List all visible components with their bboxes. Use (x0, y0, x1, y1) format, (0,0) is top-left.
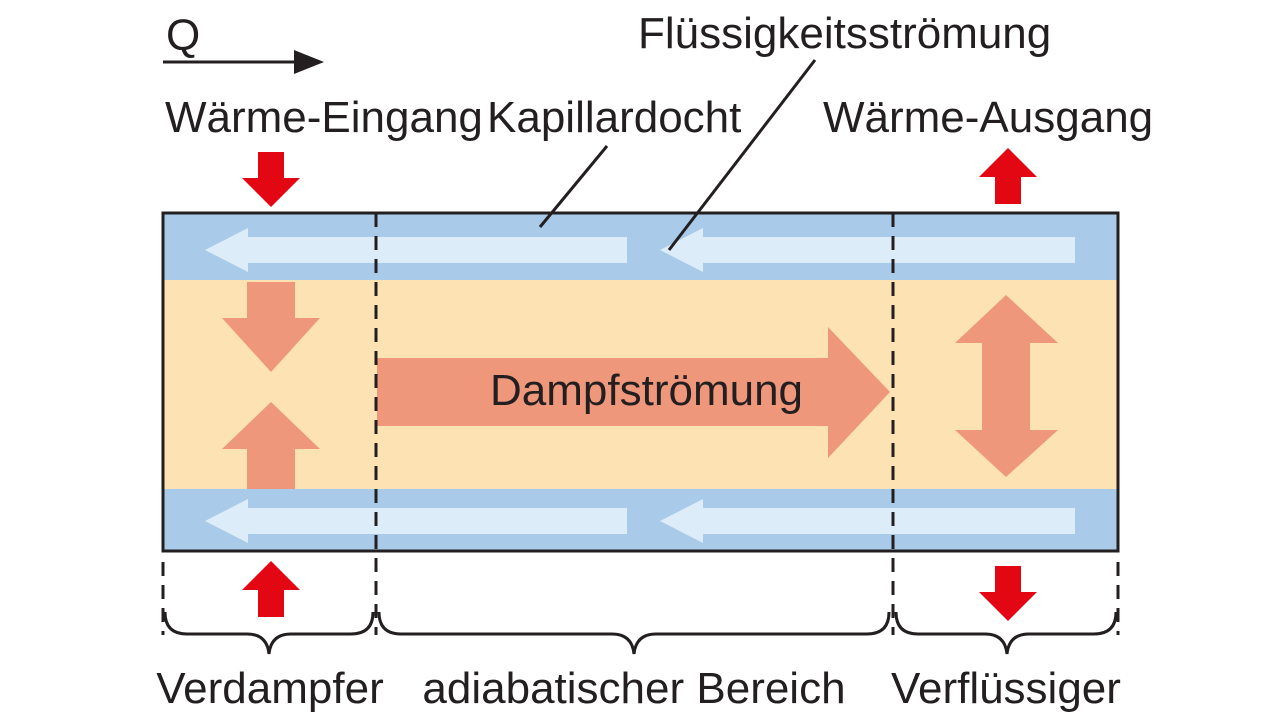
wick-label: Kapillardocht (487, 93, 741, 142)
liquid-flow-arrow-top-left (205, 228, 627, 272)
evaporation-arrow-up (222, 402, 320, 489)
liquid-flow-label: Flüssigkeitsströmung (638, 9, 1051, 58)
liquid-flow-arrow-bottom-right (660, 499, 1075, 543)
heat-input-label: Wärme-Eingang (165, 93, 483, 142)
heat-output-label: Wärme-Ausgang (823, 93, 1153, 142)
heat-output-arrow-bottom (979, 566, 1037, 621)
pipe-outline (161, 211, 1120, 553)
wick-leader-line (538, 145, 609, 228)
vapor-flow-arrow (377, 327, 890, 458)
evaporation-arrow-down (222, 282, 320, 372)
condensation-double-arrow (955, 295, 1058, 477)
heat-input-arrow-top (242, 152, 300, 207)
evaporator-label: Verdampfer (156, 664, 383, 713)
evaporator-brace (163, 611, 375, 655)
liquid-flow-leader-line (667, 59, 817, 251)
q-label: Q (166, 11, 200, 60)
heat-output-arrow-top (979, 148, 1037, 204)
heat-input-arrow-bottom (242, 561, 300, 617)
adiabatic-brace (377, 611, 891, 655)
vapor-flow-label: Dampfströmung (490, 366, 803, 415)
liquid-flow-arrow-top-right (660, 228, 1075, 272)
condenser-label: Verflüssiger (891, 664, 1121, 713)
q-direction-arrow (163, 50, 324, 74)
adiabatic-label: adiabatischer Bereich (422, 664, 845, 713)
liquid-flow-arrow-bottom-left (205, 499, 627, 543)
condenser-brace (894, 611, 1118, 655)
